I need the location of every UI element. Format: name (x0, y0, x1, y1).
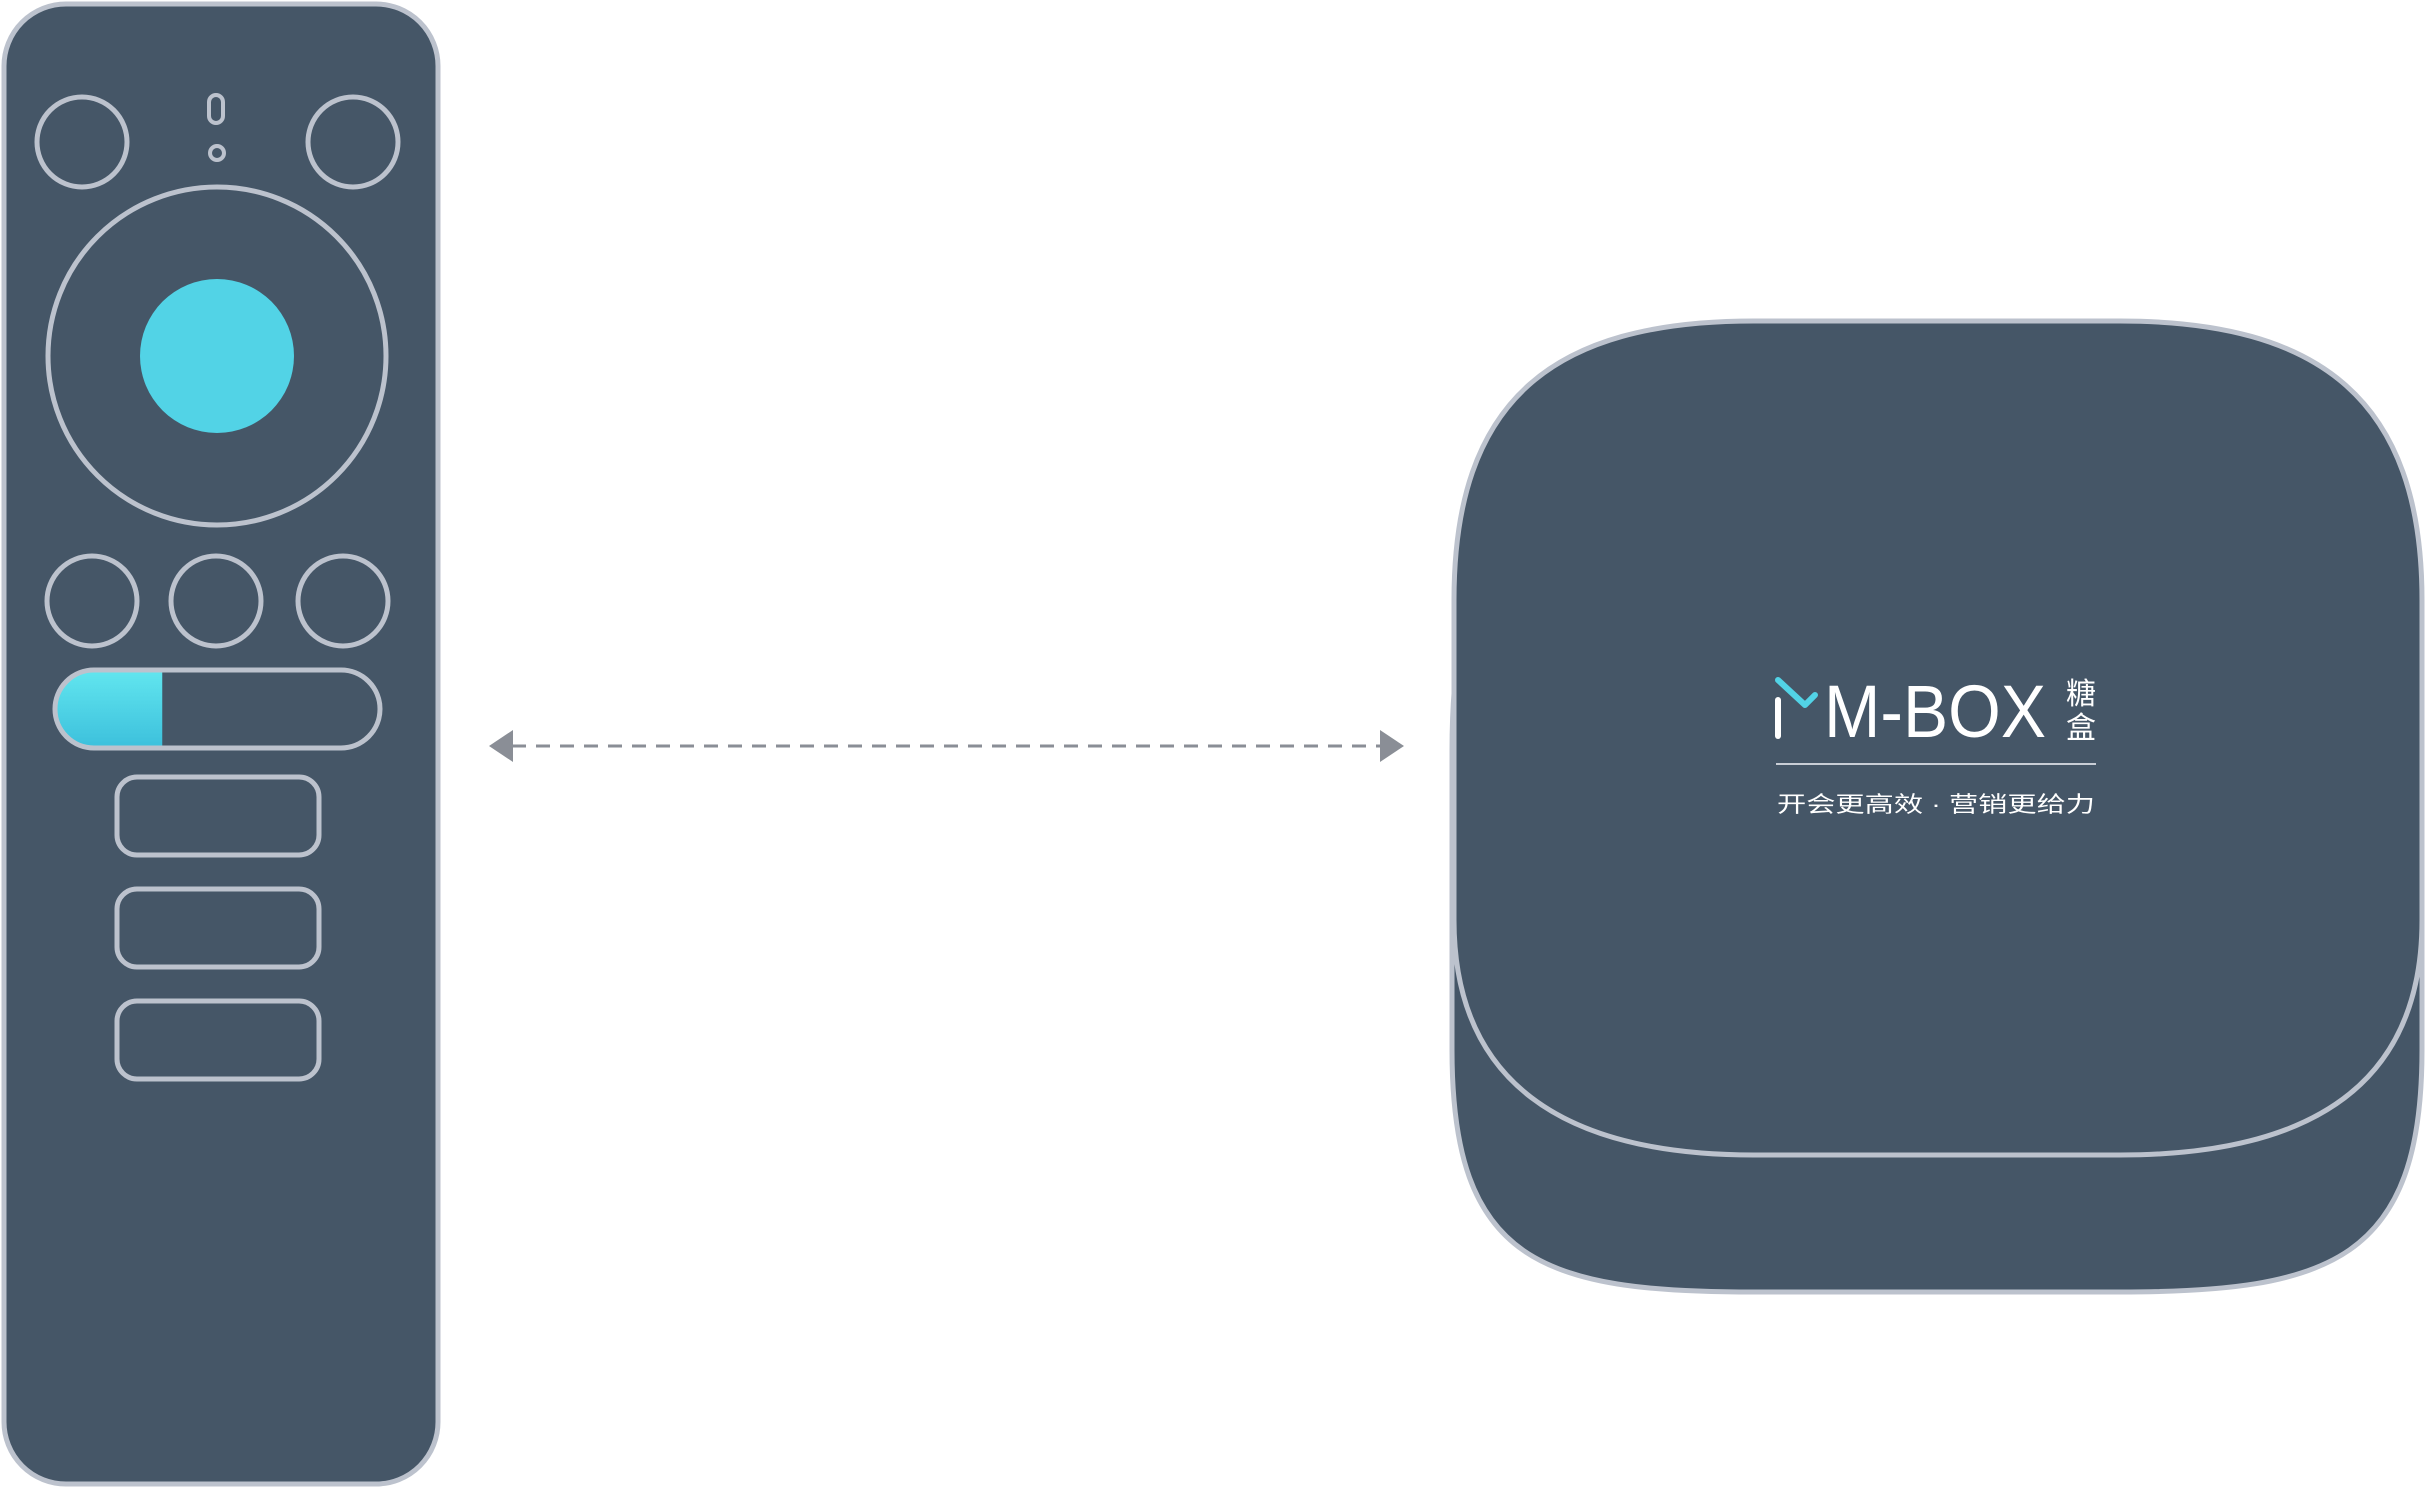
menu-button-icon[interactable] (295, 553, 391, 649)
microphone-icon (208, 144, 226, 162)
volume-level-fill (55, 670, 163, 748)
logo-cn-char-2: 盒 (2066, 712, 2096, 745)
arrow-right-icon (1380, 730, 1404, 762)
input-button-icon[interactable] (305, 94, 401, 190)
volume-rocker[interactable] (52, 667, 383, 751)
logo-cn-char-1: 糖 (2066, 678, 2096, 711)
arrow-left-icon (489, 730, 513, 762)
power-button-icon[interactable] (34, 94, 130, 190)
mbox-logo: M-BOX 糖 盒 开会更高效 · 营销更给力 (1775, 670, 2096, 817)
mbox-device: M-BOX 糖 盒 开会更高效 · 营销更给力 (1449, 318, 2425, 1295)
home-button-icon[interactable] (168, 553, 264, 649)
pairing-connector (489, 730, 1404, 762)
indicator-light-icon (207, 93, 225, 125)
ok-button-icon[interactable] (140, 279, 294, 433)
volume-rocker-outline[interactable] (52, 667, 383, 751)
remote-control (1, 1, 441, 1487)
mbox-top-face (1451, 318, 2425, 1158)
logo-m-check-icon (1775, 677, 1818, 708)
shortcut-key-1[interactable] (114, 774, 322, 858)
logo-slogan: 开会更高效 · 营销更给力 (1777, 792, 2095, 817)
back-button-icon[interactable] (44, 553, 140, 649)
logo-brand-text: M-BOX (1824, 670, 2046, 753)
shortcut-key-3[interactable] (114, 998, 322, 1082)
dpad-ring-icon[interactable] (45, 184, 389, 528)
remote-body (1, 1, 441, 1487)
shortcut-key-2[interactable] (114, 886, 322, 970)
